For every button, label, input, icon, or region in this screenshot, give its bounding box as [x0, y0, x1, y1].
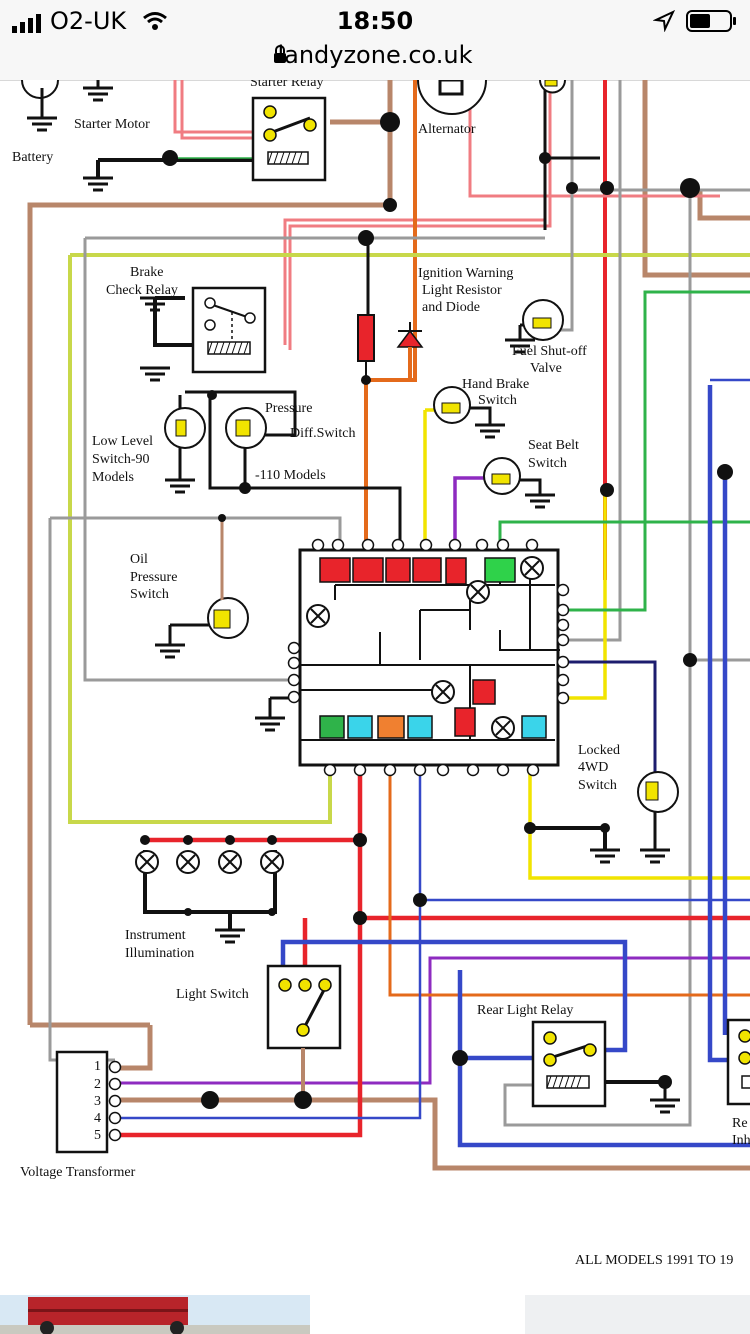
label-fuel-1: Fuel Shut-off [512, 344, 587, 359]
label-diff-switch: Diff.Switch [290, 426, 355, 441]
pin-5-label: 5 [94, 1128, 101, 1143]
instrument-illumination [135, 850, 284, 874]
fuel-shutoff-valve [522, 299, 564, 341]
locked-4wd-switch [637, 771, 679, 813]
label-voltage-transformer: Voltage Transformer [20, 1165, 136, 1180]
hand-brake-switch [433, 386, 471, 424]
label-seatbelt-1: Seat Belt [528, 438, 579, 453]
low-level-switch [164, 407, 206, 449]
clock: 18:50 [336, 7, 414, 35]
alternator [417, 80, 487, 115]
starter-motor [21, 80, 115, 132]
pin-1-label: 1 [94, 1059, 101, 1074]
label-ignition-3: and Diode [422, 300, 480, 315]
label-starter-motor: Starter Motor [74, 117, 150, 132]
label-low-level-2: Switch-90 [92, 452, 150, 467]
wifi-icon [143, 12, 167, 30]
voltage-transformer [55, 1050, 122, 1154]
label-oil-3: Switch [130, 587, 169, 602]
label-brake-2: Check Relay [106, 283, 178, 298]
related-image-thumbnail-2[interactable] [525, 1295, 750, 1334]
footer-caption: ALL MODELS 1991 TO 19 [575, 1253, 733, 1268]
label-oil-1: Oil [130, 552, 148, 567]
brake-check-relay [191, 286, 267, 374]
battery-icon [686, 10, 736, 32]
label-ignition-2: Light Resistor [422, 283, 502, 298]
starter-relay [251, 96, 327, 182]
label-seatbelt-2: Switch [528, 456, 567, 471]
rear-light-relay [531, 1020, 607, 1108]
label-low-level-3: Models [92, 470, 134, 485]
pin-2-label: 2 [94, 1077, 101, 1092]
label-battery: Battery [12, 150, 53, 165]
light-switch [266, 964, 342, 1100]
label-handbrake-1: Hand Brake [462, 377, 529, 392]
url-bar[interactable]: landyzone.co.uk [277, 41, 473, 69]
right-relay-partial [726, 1018, 750, 1106]
label-oil-2: Pressure [130, 570, 177, 585]
location-arrow-icon [653, 10, 675, 32]
label-locked-1: Locked [578, 743, 620, 758]
label-instrument-2: Illumination [125, 946, 194, 961]
label-light-switch: Light Switch [176, 987, 249, 1002]
label-inh: Inh [732, 1133, 750, 1148]
label-handbrake-2: Switch [478, 393, 517, 408]
wiring-diagram: Starter Relay Starter Motor Alternator B… [12, 80, 750, 1268]
signal-icon [12, 14, 41, 33]
label-fuel-2: Valve [530, 361, 562, 376]
label-rear-light-relay: Rear Light Relay [477, 1003, 573, 1018]
lock-icon [274, 45, 286, 63]
carrier-name: O2-UK [50, 7, 127, 35]
oil-pressure-switch [207, 518, 249, 639]
label-110-models: -110 Models [255, 468, 326, 483]
warning-light-panel [287, 538, 570, 777]
pressure-diff-switch [225, 407, 267, 449]
label-ignition-1: Ignition Warning [418, 266, 513, 281]
pin-3-label: 3 [94, 1094, 101, 1109]
label-low-level-1: Low Level [92, 434, 153, 449]
pin-4-label: 4 [94, 1111, 101, 1126]
related-image-thumbnail[interactable] [0, 1295, 310, 1334]
label-instrument-1: Instrument [125, 928, 186, 943]
label-locked-2: 4WD [578, 760, 608, 775]
label-brake-1: Brake [130, 265, 163, 280]
seat-belt-switch [483, 457, 521, 495]
status-bar: O2-UK 18:50 landyzone.co.uk [0, 0, 750, 81]
label-alternator: Alternator [418, 122, 476, 137]
label-pressure: Pressure [265, 401, 312, 416]
label-starter-relay: Starter Relay [250, 80, 323, 90]
label-re: Re [732, 1116, 748, 1131]
label-locked-3: Switch [578, 778, 617, 793]
